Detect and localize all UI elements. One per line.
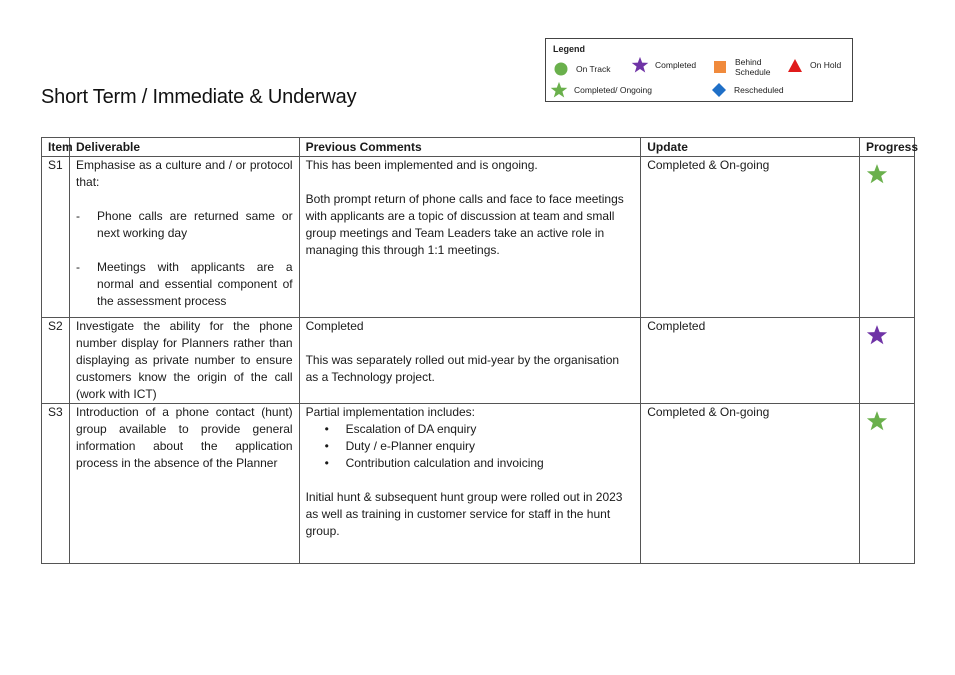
comment-points: Escalation of DA enquiry Duty / e-Planne…	[306, 421, 635, 472]
previous-comments-cell: This has been implemented and is ongoing…	[298, 156, 642, 318]
blue-diamond-icon	[710, 82, 728, 98]
comment-intro: Partial implementation includes:	[305, 405, 475, 419]
table-row: S3 Introduction of a phone contact (hunt…	[40, 403, 915, 564]
update-cell: Completed & On-going	[640, 156, 860, 318]
deliverables-table: Item Deliverable Previous Comments Updat…	[40, 137, 918, 564]
legend-title: Legend	[553, 44, 586, 54]
update-cell: Completed	[640, 317, 860, 404]
legend-item-completed: Completed	[631, 56, 697, 73]
green-circle-icon	[552, 61, 570, 77]
green-star-icon	[866, 164, 888, 184]
deliverable-cell: Investigate the ability for the phone nu…	[69, 317, 300, 404]
red-triangle-icon	[786, 57, 804, 73]
legend-label: Behind Schedule	[735, 57, 771, 77]
purple-star-icon	[631, 56, 649, 73]
item-cell: S2	[40, 317, 71, 404]
table-row: S1 Emphasise as a culture and / or proto…	[40, 156, 915, 318]
green-star-icon	[550, 81, 568, 98]
green-star-icon	[866, 411, 888, 431]
header-update: Update	[640, 137, 860, 157]
list-item: Meetings with applicants are a normal an…	[76, 259, 293, 310]
progress-cell	[859, 403, 915, 564]
comment-paragraph: Both prompt return of phone calls and fa…	[305, 192, 624, 257]
legend-label: Completed	[655, 60, 697, 70]
legend-label: Rescheduled	[734, 85, 784, 95]
deliverable-cell: Emphasise as a culture and / or protocol…	[69, 156, 300, 318]
comment-paragraph: Initial hunt & subsequent hunt group wer…	[305, 490, 623, 538]
deliverable-cell: Introduction of a phone contact (hunt) g…	[69, 403, 300, 564]
progress-cell	[859, 156, 915, 318]
list-item: Phone calls are returned same or next wo…	[76, 208, 293, 242]
list-item: Duty / e-Planner enquiry	[306, 438, 635, 455]
item-cell: S1	[40, 156, 71, 318]
legend-item-on-hold: On Hold	[786, 57, 841, 73]
table-header-row: Item Deliverable Previous Comments Updat…	[40, 137, 918, 157]
legend: Legend On Track Completed Behind Schedul…	[545, 38, 853, 102]
page-title: Short Term / Immediate & Underway	[41, 86, 357, 108]
item-cell: S3	[40, 403, 71, 564]
deliverable-points: Phone calls are returned same or next wo…	[76, 208, 293, 310]
legend-item-behind-schedule: Behind Schedule	[711, 57, 779, 77]
previous-comments-cell: Partial implementation includes: Escalat…	[298, 403, 642, 564]
legend-item-on-track: On Track	[552, 61, 610, 77]
comment-paragraph: This has been implemented and is ongoing…	[305, 158, 538, 172]
legend-item-completed-ongoing: Completed/ Ongoing	[550, 81, 652, 98]
comment-paragraph: Completed	[305, 319, 364, 333]
list-item: Contribution calculation and invoicing	[306, 455, 635, 472]
deliverable-intro: Emphasise as a culture and / or protocol…	[76, 158, 293, 189]
header-progress: Progress	[859, 137, 918, 157]
comment-paragraph: This was separately rolled out mid-year …	[305, 353, 620, 384]
legend-label: On Track	[576, 64, 611, 74]
orange-square-icon	[711, 59, 729, 75]
legend-label: Completed/ Ongoing	[574, 85, 652, 95]
header-item: Item	[40, 137, 73, 157]
header-deliverable: Deliverable	[69, 137, 300, 157]
list-item: Escalation of DA enquiry	[306, 421, 635, 438]
header-previous-comments: Previous Comments	[298, 137, 642, 157]
progress-cell	[859, 317, 915, 404]
update-cell: Completed & On-going	[640, 403, 860, 564]
previous-comments-cell: Completed This was separately rolled out…	[298, 317, 642, 404]
legend-label: On Hold	[810, 60, 842, 70]
legend-item-rescheduled: Rescheduled	[710, 82, 784, 98]
purple-star-icon	[866, 325, 888, 345]
table-row: S2 Investigate the ability for the phone…	[40, 317, 915, 404]
